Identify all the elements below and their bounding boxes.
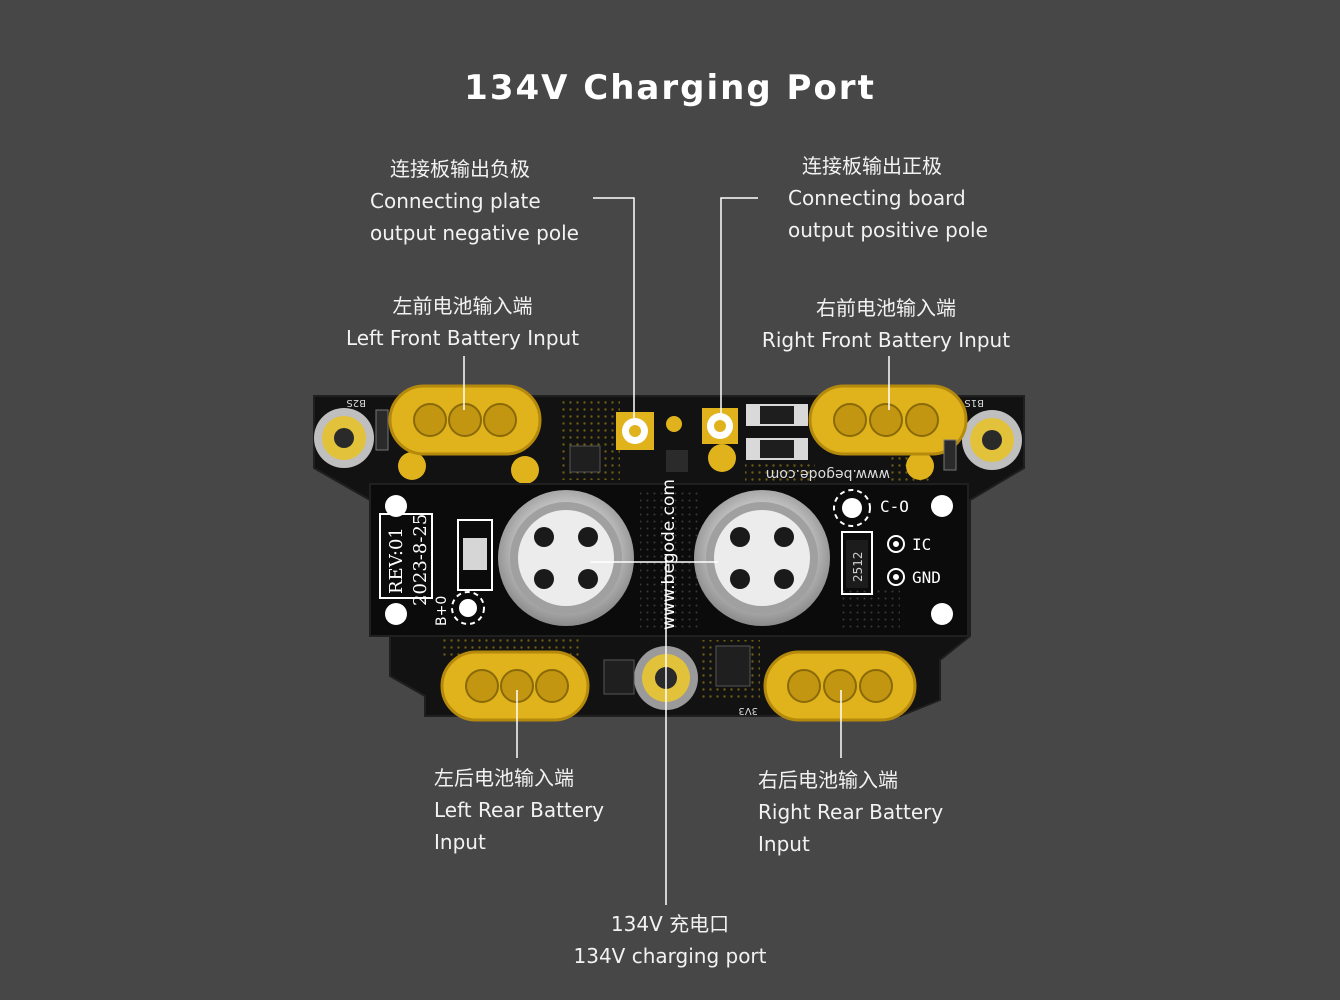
pad	[511, 456, 539, 484]
leader-line-positive-pole	[720, 197, 758, 414]
label-positive-pole: 连接板输出正极 Connecting board output positive…	[788, 150, 988, 246]
chip	[666, 450, 688, 472]
label-right-rear-battery-zh: 右后电池输入端	[758, 768, 898, 792]
corner-dot	[385, 603, 407, 625]
label-negative-pole-en-1: Connecting plate	[370, 189, 541, 213]
label-left-front-battery-en: Left Front Battery Input	[345, 326, 580, 350]
v33-text: 3V3	[738, 705, 758, 716]
b0-test-point	[459, 599, 477, 617]
corner-dot	[385, 495, 407, 517]
label-positive-pole-zh: 连接板输出正极	[802, 154, 942, 178]
corner-dot	[931, 603, 953, 625]
label-left-rear-battery-zh: 左后电池输入端	[434, 766, 574, 790]
label-left-rear-battery-en-2: Input	[434, 830, 486, 854]
smd-part	[603, 659, 635, 695]
label-charging-port-zh: 134V 充电口	[610, 912, 730, 936]
via-field	[640, 490, 700, 630]
resistor-2512-text: 2512	[851, 551, 865, 582]
resistor-2512	[846, 540, 868, 588]
label-positive-pole-en-1: Connecting board	[788, 186, 966, 210]
smd-part	[569, 445, 601, 473]
c0-text: C-O	[880, 497, 909, 516]
ic-test-point	[887, 535, 905, 553]
label-negative-pole-en-2: output negative pole	[370, 221, 579, 245]
charging-socket-right	[694, 490, 830, 626]
via-field	[745, 462, 815, 484]
c0-test-point-ring	[833, 489, 871, 527]
label-negative-pole: 连接板输出负极 Connecting plate output negative…	[370, 153, 579, 249]
pad	[398, 452, 426, 480]
page-title: 134V Charging Port	[464, 68, 876, 108]
mounting-hole-left	[314, 408, 374, 468]
gnd-text: GND	[912, 568, 941, 587]
b0-test-point-ring	[451, 591, 485, 625]
label-right-front-battery-en: Right Front Battery Input	[761, 328, 1011, 352]
label-charging-port-en: 134V charging port	[573, 944, 767, 968]
pad	[906, 452, 934, 480]
label-right-front-battery: 右前电池输入端 Right Front Battery Input	[756, 292, 1016, 356]
label-left-front-battery-zh: 左前电池输入端	[392, 294, 533, 318]
b0-text: B+0	[434, 596, 450, 626]
b2s-text: B2S	[346, 397, 366, 408]
smd-part	[715, 645, 751, 687]
vertical-url-text: www.begode.com	[659, 479, 679, 630]
charging-socket-left	[498, 490, 634, 626]
label-charging-port: 134V 充电口 134V charging port	[560, 908, 780, 972]
leader-line-negative-pole	[593, 197, 635, 418]
corner-dot	[931, 495, 953, 517]
label-left-rear-battery: 左后电池输入端 Left Rear Battery Input	[434, 762, 604, 858]
label-left-rear-battery-en-1: Left Rear Battery	[434, 798, 605, 822]
smd-resistor	[746, 404, 808, 426]
b1s-text: B1S	[964, 397, 984, 408]
mounting-hole-right	[962, 410, 1022, 470]
rev-text: REV:01	[386, 527, 407, 594]
label-right-rear-battery: 右后电池输入端 Right Rear Battery Input	[758, 764, 943, 860]
mirrored-url-text: www.begode.com	[766, 466, 890, 482]
smd-resistor	[746, 438, 808, 460]
pad	[708, 444, 736, 472]
gnd-test-point-center	[893, 574, 899, 580]
resistor-2512-outline	[841, 531, 873, 595]
smd-part	[943, 439, 957, 471]
rev-label-box	[379, 513, 433, 599]
label-left-front-battery: 左前电池输入端 Left Front Battery Input	[340, 290, 585, 354]
ic-test-point-center	[893, 541, 899, 547]
connector-left-rear	[440, 650, 590, 722]
connector-left-front	[388, 384, 542, 456]
date-text: 2023-8-25	[410, 514, 431, 606]
label-right-rear-battery-en-2: Input	[758, 832, 810, 856]
c0-test-point	[842, 498, 862, 518]
label-positive-pole-en-2: output positive pole	[788, 218, 988, 242]
negative-pole-pad	[616, 412, 654, 450]
via-field	[840, 590, 900, 630]
pad	[666, 416, 682, 432]
positive-pole-pad	[702, 408, 738, 444]
fuse-outline	[457, 519, 493, 591]
label-right-rear-battery-en-1: Right Rear Battery	[758, 800, 944, 824]
label-negative-pole-zh: 连接板输出负极	[390, 157, 530, 181]
fuse	[463, 538, 487, 570]
label-right-front-battery-zh: 右前电池输入端	[816, 296, 956, 320]
ic-text: IC	[912, 535, 931, 554]
smd-part	[375, 409, 389, 451]
connector-right-rear	[763, 650, 917, 722]
connector-right-front	[808, 384, 968, 456]
gnd-test-point	[887, 568, 905, 586]
